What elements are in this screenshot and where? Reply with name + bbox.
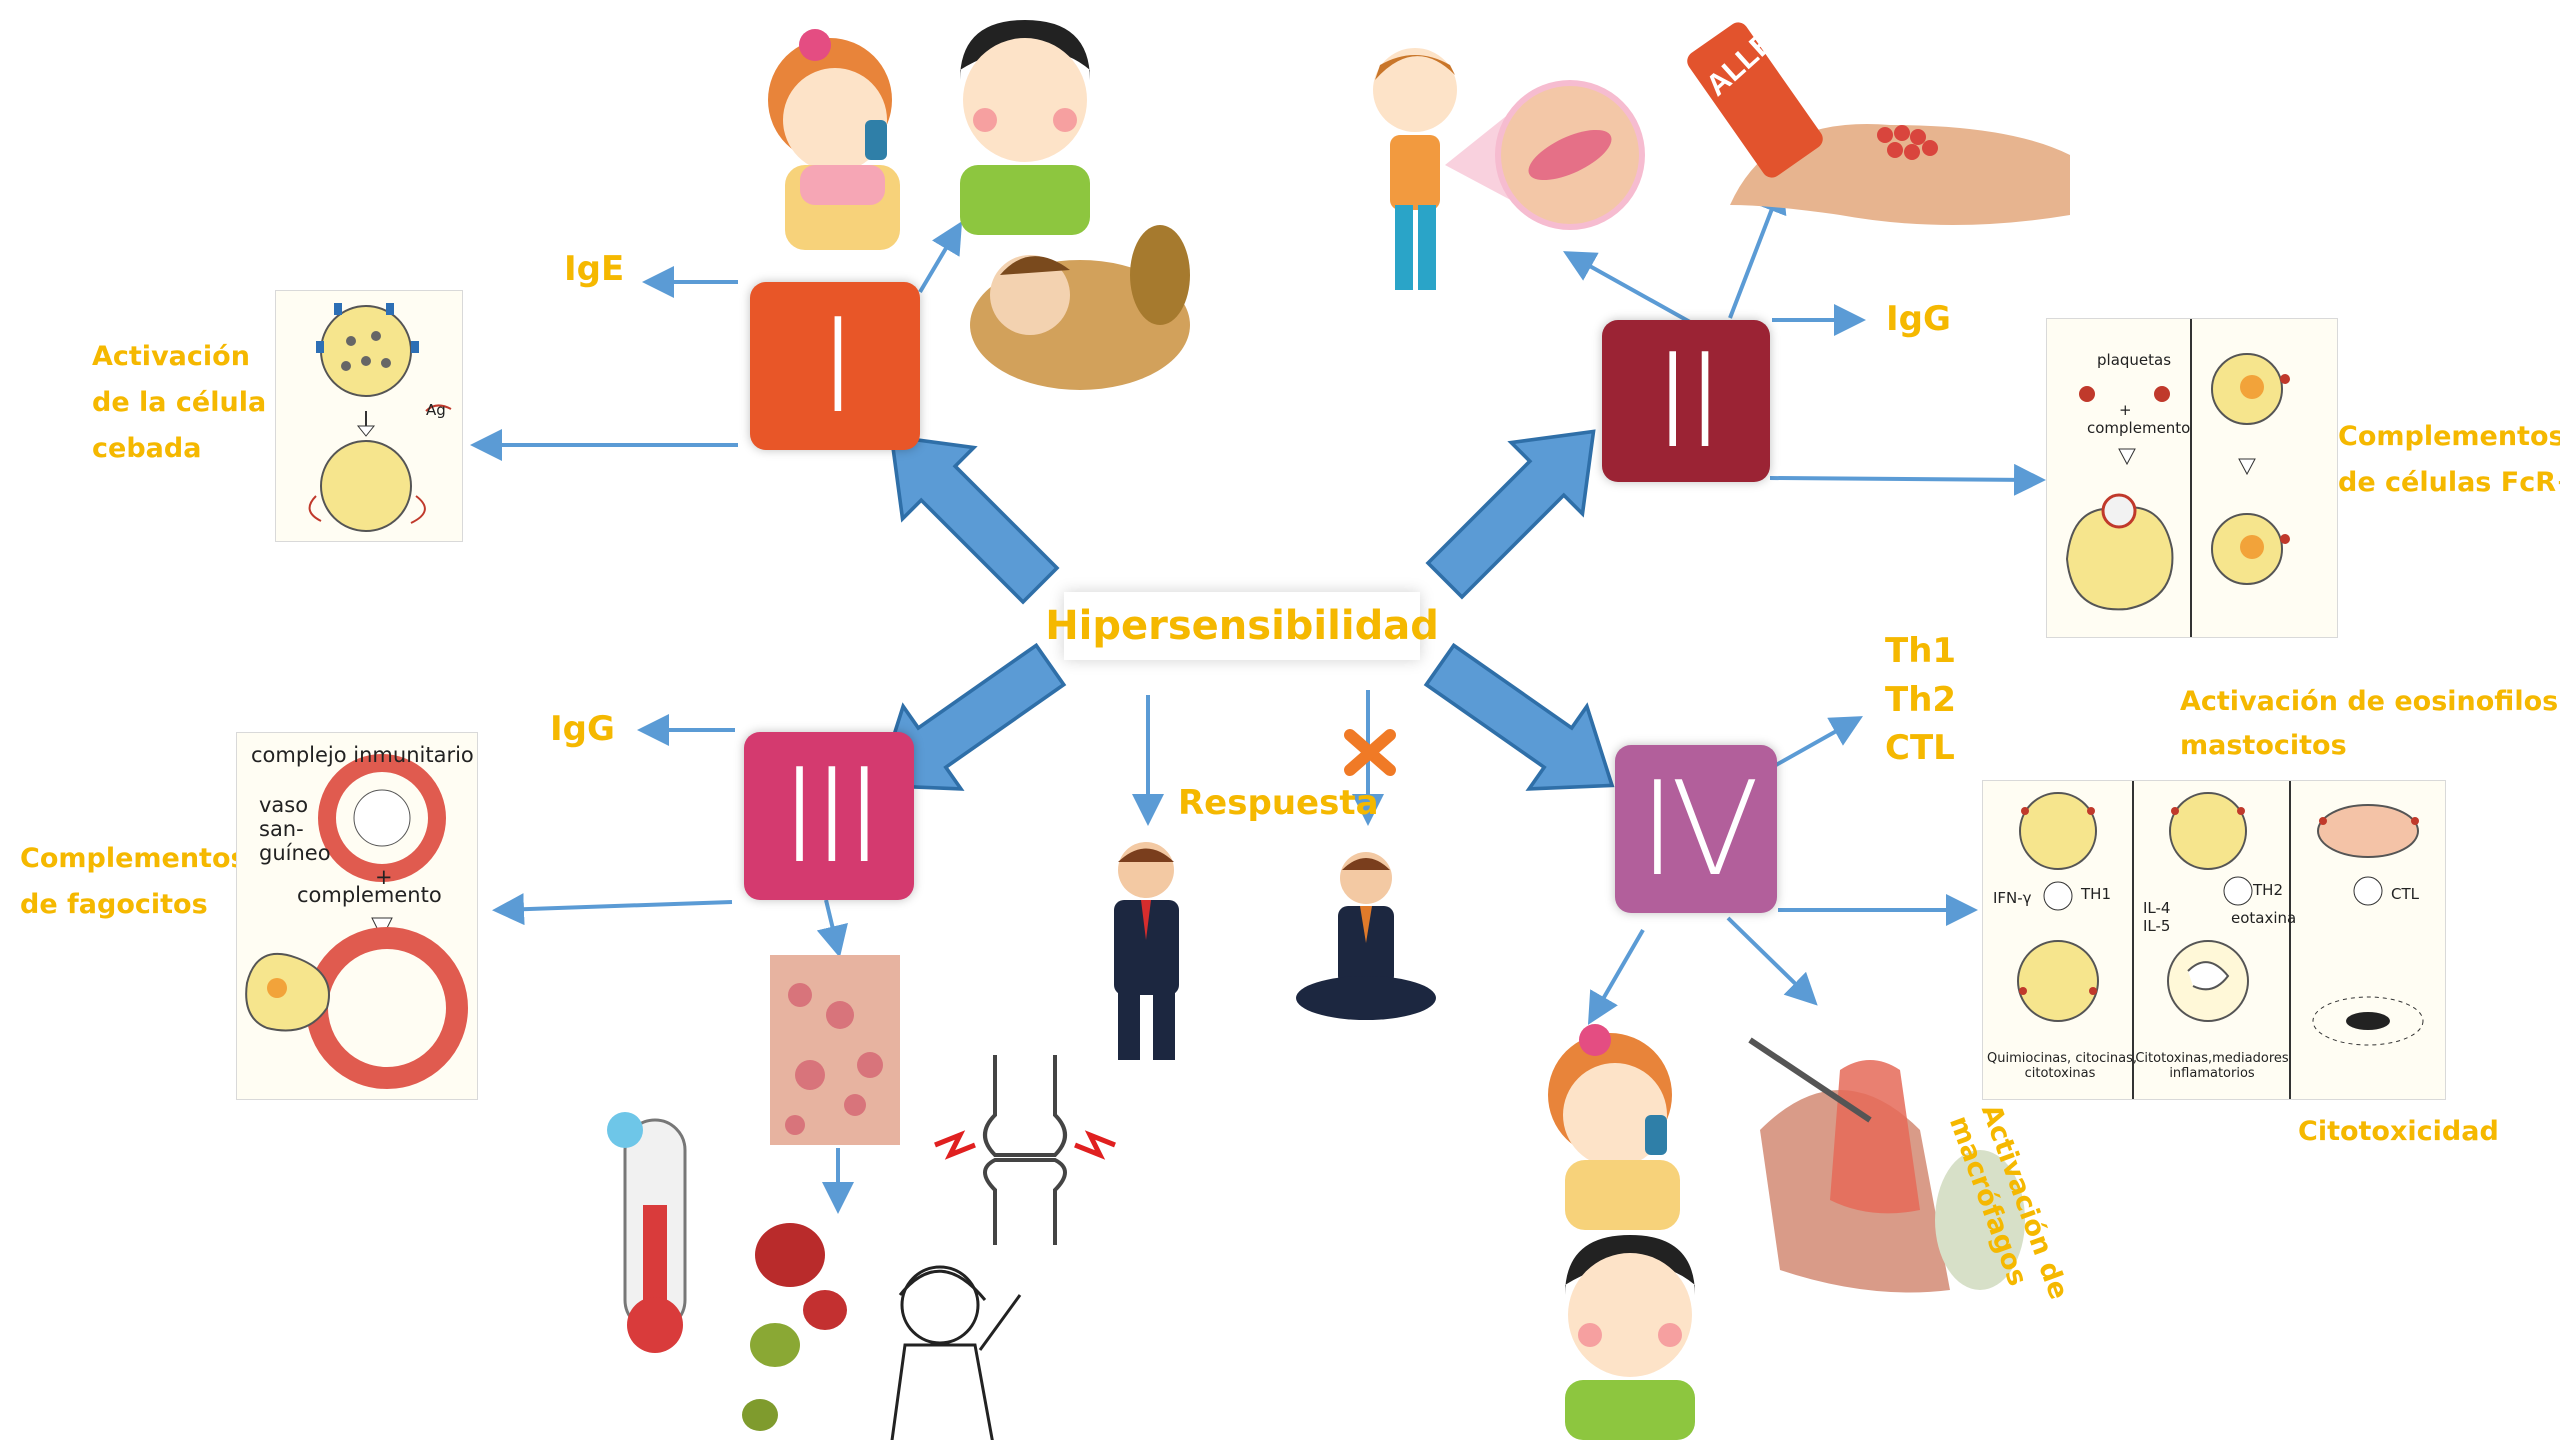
type-iii-box: III <box>744 732 914 900</box>
col2-caption-line-2: inflamatorios <box>2169 1066 2255 1081</box>
arrow-type2-rash <box>1563 251 1691 324</box>
type-iv-eosinophil-line-1: Activación de eosinofilos y <box>2180 686 2560 717</box>
block-arrow-type4 <box>1423 642 1615 791</box>
type-iv-cells-label: Th1 Th2 CTL <box>1885 630 1956 770</box>
block-arrow-type1 <box>889 434 1060 605</box>
meditating-businessman-icon <box>1296 852 1436 1020</box>
fcr-complement-figure: plaquetas + complemento <box>2046 318 2338 638</box>
col2-caption: Citotoxinas,mediadores inflamatorios <box>2135 1051 2289 1081</box>
type-iii-mechanism-line-1: Complementos <box>20 843 247 874</box>
arrow-type3-rash <box>816 899 848 958</box>
type-i-mechanism-line-1: Activación <box>92 341 250 372</box>
girl-inhaler-icon <box>768 29 900 250</box>
arrow-type4-girl <box>1587 928 1645 1025</box>
type-iv-cell-th2: Th2 <box>1885 679 1957 720</box>
fainting-boy-icon <box>970 225 1190 390</box>
cross-icon <box>1344 729 1396 776</box>
response-label: Respuesta <box>1178 783 1379 823</box>
col1-caption-line-1: Quimiocinas, citocinas, <box>1987 1051 2137 1066</box>
type-iii-numeral: III <box>780 740 883 892</box>
thermometer-icon <box>607 1112 687 1353</box>
mast-cell-figure: Ag <box>275 290 463 542</box>
type-ii-mechanism-label: Complementos de células FcR+ <box>2338 420 2560 500</box>
eosinophil-drawing <box>2017 781 2424 1099</box>
arrow-type2-fcr <box>1769 463 2046 496</box>
sick-boy-icon <box>960 20 1090 235</box>
col2-caption-line-1: Citotoxinas,mediadores <box>2135 1051 2289 1066</box>
mast-cell-drawing <box>308 303 452 532</box>
block-arrow-type2 <box>1425 429 1596 600</box>
type-i-mechanism-line-2: de la célula <box>92 386 267 418</box>
type-iv-numeral: IV <box>1638 753 1759 905</box>
allergy-wristband-hand-icon <box>1687 22 2070 225</box>
vessel-label-line-3: guíneo <box>259 841 331 865</box>
vessel-label-line-2: san- <box>259 817 304 841</box>
arrow-type4-cells <box>1775 716 1863 767</box>
col1-caption: Quimiocinas, citocinas, citotoxinas <box>1987 1051 2137 1081</box>
type-iv-eosinophil-label: Activación de eosinofilos y mastocitos <box>2180 685 2560 763</box>
immune-complex-title: complejo inmunitario <box>251 743 474 767</box>
vessel-label: vaso san- guíneo <box>259 793 331 865</box>
fcr-complement-drawing <box>2065 319 2290 637</box>
vessel-label-line-1: vaso <box>259 793 309 817</box>
type-i-box: I <box>750 282 920 450</box>
type-iii-mechanism-line-2: de fagocitos <box>20 888 208 920</box>
type-iv-box: IV <box>1615 745 1777 913</box>
girl-inhaler-icon <box>1548 1024 1680 1230</box>
immune-complex-figure: complejo inmunitario vaso san- guíneo + … <box>236 732 478 1100</box>
type-ii-numeral: II <box>1653 325 1725 477</box>
immune-complex-complement: complemento <box>297 883 442 907</box>
mast-cell-ag-label: Ag <box>426 401 446 419</box>
type-iv-cytotoxicity-label: Citotoxicidad <box>2298 1116 2499 1147</box>
fcr-complement-label: complemento <box>2087 419 2191 437</box>
eotaxin-label: eotaxina <box>2231 909 2297 927</box>
arrow-type1-children <box>918 221 963 294</box>
immune-complex-drawing <box>245 754 468 1089</box>
th2-label: TH2 <box>2253 881 2283 899</box>
fcr-platelets-label: plaquetas <box>2097 351 2172 369</box>
type-iv-cell-ctl: CTL <box>1885 728 1955 768</box>
angry-businessman-icon <box>1114 842 1179 1060</box>
sick-boy-icon <box>1565 1235 1695 1440</box>
type-iv-cell-th1: Th1 <box>1885 631 1957 671</box>
fcr-plus-label: + <box>2119 401 2132 419</box>
immune-complex-plus: + <box>375 865 393 889</box>
type-i-antibody-label: IgE <box>564 249 625 289</box>
type-ii-antibody-label: IgG <box>1886 299 1951 339</box>
type-iii-antibody-label: IgG <box>550 709 615 749</box>
joint-pain-icon <box>934 1055 1116 1245</box>
center-title: Hipersensibilidad <box>1045 592 1439 660</box>
type-iii-mechanism-label: Complementos de fagocitos <box>20 842 247 922</box>
type-i-mechanism-line-3: cebada <box>92 432 202 464</box>
woman-scratching-icon <box>890 1265 1022 1440</box>
arrow-type3-complex <box>492 893 733 926</box>
ctl-label: CTL <box>2391 885 2419 903</box>
il-label: IL-4 IL-5 <box>2143 899 2170 935</box>
type-ii-mechanism-line-1: Complementos <box>2338 421 2560 452</box>
type-i-numeral: I <box>818 290 857 442</box>
swollen-nodes-icon <box>742 1223 847 1431</box>
il-label-line-2: IL-5 <box>2143 917 2171 935</box>
skin-rash-photo <box>770 955 900 1145</box>
il-label-line-1: IL-4 <box>2143 899 2171 917</box>
type-iv-eosinophil-line-2: mastocitos <box>2180 729 2347 761</box>
arrow-type4-dermatitis <box>1726 916 1818 1006</box>
arrow-type2-wristband <box>1728 180 1787 319</box>
contact-dermatitis-icon <box>1748 1037 2025 1293</box>
child-rash-icon <box>1373 48 1645 290</box>
type-ii-box: II <box>1602 320 1770 482</box>
type-ii-mechanism-line-2: de células FcR+ <box>2338 466 2560 498</box>
ifn-label: IFN-γ <box>1993 889 2032 907</box>
type-i-mechanism-label: Activación de la célula cebada <box>92 340 266 465</box>
col1-caption-line-2: citotoxinas <box>2024 1066 2096 1081</box>
eosinophil-figure: IFN-γ TH1 IL-4 IL-5 TH2 eotaxina CTL Qui… <box>1982 780 2446 1100</box>
th1-label: TH1 <box>2081 885 2111 903</box>
